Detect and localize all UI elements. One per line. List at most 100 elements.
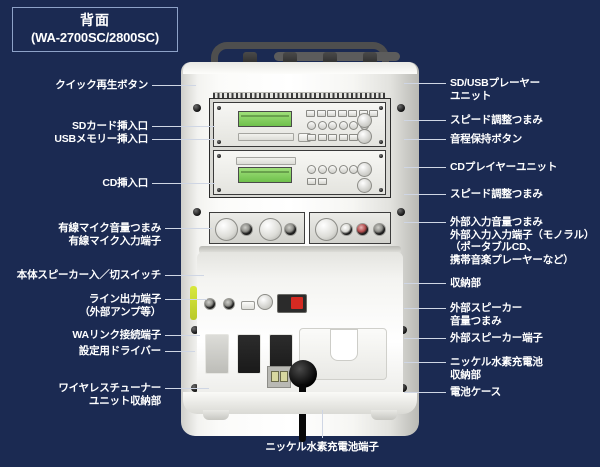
wired-mic-input-section — [209, 212, 305, 244]
unit1-screw-br — [379, 140, 383, 144]
label-line-output-terminal: ライン出力端子 （外部アンプ等） — [79, 293, 161, 318]
handle-grip — [274, 52, 400, 61]
speed-adjust-knob[interactable] — [357, 113, 372, 128]
leader-line-output — [165, 299, 207, 300]
leader-sd-card-slot — [152, 126, 215, 127]
device-foot-right — [371, 410, 397, 420]
unit2-screw-tr — [379, 154, 383, 158]
label-quick-play-button: クイック再生ボタン — [55, 79, 148, 91]
wired-mic-input-terminal-2[interactable] — [284, 223, 297, 236]
unit1-screw-tr — [379, 106, 383, 110]
body-screw-low-right — [399, 326, 407, 334]
function-button[interactable] — [328, 134, 337, 141]
round-button[interactable] — [317, 121, 327, 130]
setup-driver[interactable] — [190, 286, 197, 320]
body-screw-bottom-right — [399, 384, 407, 392]
label-wa-link-terminal: WAリンク接続端子 — [72, 329, 161, 341]
function-button[interactable] — [338, 134, 348, 141]
round-button[interactable] — [338, 121, 348, 130]
compartment-lip — [199, 246, 401, 254]
external-input-terminal-left[interactable] — [340, 223, 353, 236]
wa-link-terminal[interactable] — [241, 301, 255, 310]
wireless-tuner-bay-slot-2[interactable] — [237, 334, 261, 374]
leader-storage-compartment — [404, 283, 446, 284]
leader-nimh-battery-terminal — [322, 410, 323, 438]
lcd-text-line — [241, 115, 289, 117]
label-sd-usb-player-unit: SD/USBプレーヤー ユニット — [450, 77, 540, 102]
round-button[interactable] — [338, 165, 348, 174]
line-output-terminal[interactable] — [223, 298, 235, 310]
sd-card-slot — [238, 133, 294, 141]
sd-usb-lcd-display — [238, 111, 292, 127]
label-wireless-tuner-bay: ワイヤレスチューナー ユニット収納部 — [58, 382, 161, 407]
cd-player-unit — [213, 150, 386, 195]
external-input-terminal-mono[interactable] — [373, 223, 386, 236]
unit1-screw-tl — [217, 106, 221, 110]
unit2-screw-bl — [217, 188, 221, 192]
battery-terminal-pin-2 — [280, 371, 288, 382]
round-button[interactable] — [349, 121, 358, 130]
transport-button[interactable] — [306, 110, 315, 117]
label-battery-case: 電池ケース — [450, 386, 501, 398]
body-screw-top-left — [193, 104, 201, 112]
page-title: 背面 (WA-2700SC/2800SC) — [12, 7, 178, 52]
label-external-speaker-terminal: 外部スピーカー端子 — [450, 332, 543, 344]
function-button[interactable] — [307, 178, 316, 185]
transport-button[interactable] — [337, 110, 347, 117]
cd-mini-button-row[interactable] — [307, 178, 327, 185]
leader-main-speaker-switch — [165, 275, 204, 276]
external-input-terminal-right[interactable] — [356, 223, 369, 236]
round-button[interactable] — [328, 121, 337, 130]
wired-mic-input-terminal-1[interactable] — [240, 223, 253, 236]
cd-secondary-knob[interactable] — [357, 178, 372, 193]
leader-speed-adjust-2 — [404, 194, 446, 195]
external-speaker-terminal[interactable] — [277, 294, 307, 313]
unit2-screw-br — [379, 188, 383, 192]
device-foot-left — [203, 410, 229, 420]
top-knob-4 — [363, 52, 377, 64]
wired-mic-volume-knob-1[interactable] — [215, 218, 238, 241]
unit1-screw-bl — [217, 140, 221, 144]
cd-slot[interactable] — [236, 157, 296, 165]
transport-button[interactable] — [316, 110, 326, 117]
label-setup-driver: 設定用ドライバー — [78, 345, 161, 357]
label-nimh-battery-bay: ニッケル水素充電池 収納部 — [450, 356, 543, 381]
leader-quick-play-button — [152, 85, 196, 86]
external-speaker-volume-knob[interactable] — [257, 294, 273, 310]
leader-external-speaker-terminal — [404, 338, 446, 339]
transport-button[interactable] — [369, 110, 378, 117]
round-button[interactable] — [307, 165, 316, 174]
label-nimh-battery-terminal: ニッケル水素充電池端子 — [265, 441, 379, 453]
main-speaker-switch[interactable] — [204, 298, 216, 310]
input-panel — [209, 212, 391, 244]
battery-terminal-pin-1 — [271, 371, 279, 382]
leader-cd-player-unit — [404, 167, 446, 168]
transport-button[interactable] — [348, 110, 357, 117]
wireless-tuner-bay-slot-1[interactable] — [205, 334, 229, 374]
top-knob-2 — [283, 52, 297, 64]
transport-button[interactable] — [327, 110, 336, 117]
leader-external-speaker-volume — [404, 308, 446, 309]
cd-speed-adjust-knob[interactable] — [357, 162, 372, 177]
external-input-volume-knob[interactable] — [315, 218, 338, 241]
cd-lcd-display — [238, 167, 292, 183]
label-wired-mic: 有線マイク音量つまみ 有線マイク入力端子 — [58, 222, 161, 247]
label-cd-slot: CD挿入口 — [102, 177, 148, 189]
pitch-hold-button[interactable] — [357, 129, 372, 144]
device-top-bevel — [183, 62, 417, 74]
leader-pitch-hold — [404, 139, 446, 140]
leader-usb-memory-slot — [152, 139, 215, 140]
round-button[interactable] — [317, 165, 327, 174]
nimh-battery-terminal[interactable] — [267, 366, 291, 388]
body-screw-mid-left — [193, 208, 201, 216]
leader-external-input — [404, 222, 446, 223]
label-speed-adjust-knob-2: スピード調整つまみ — [450, 188, 543, 200]
wired-mic-volume-knob-2[interactable] — [259, 218, 282, 241]
round-button[interactable] — [328, 165, 337, 174]
leader-wireless-tuner-bay — [165, 388, 209, 389]
function-button[interactable] — [317, 134, 327, 141]
quick-play-button[interactable] — [307, 121, 316, 130]
function-button[interactable] — [317, 178, 327, 185]
function-button[interactable] — [307, 134, 316, 141]
